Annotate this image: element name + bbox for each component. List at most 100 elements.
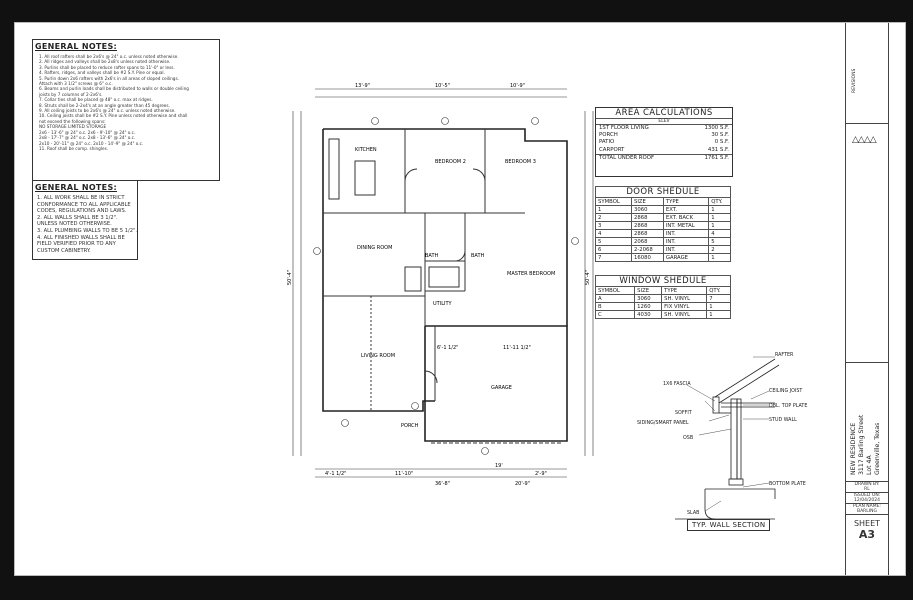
general-note-2-item: FIELD VERIFIED PRIOR TO ANY [37, 241, 116, 248]
general-note-item: 9. All ceiling joists to be 2x6's @ 24" … [39, 108, 176, 114]
area-row-value: 0 S.F. [714, 139, 729, 146]
general-note-item: Attach with 3 1/2" screws @ 6" o.c. [39, 81, 113, 87]
ws-label-fascia: 1X6 FASCIA [663, 381, 691, 387]
dim-top-2: 10'-5" [435, 83, 450, 89]
schedule-header-cell: SYMBOL [595, 197, 632, 206]
title-block: REVISIONS △△△△ NEW RESIDENCE 3117 Barlin… [845, 23, 889, 575]
general-note-item: 3. Purlins shall be placed to reduce raf… [39, 64, 175, 70]
schedule-cell: 1 [708, 205, 731, 214]
ws-label-stud-wall: STUD WALL [769, 417, 797, 423]
window-schedule-title: WINDOW SHEDULE [595, 275, 731, 286]
general-note-item: NO STORAGE LIMITED STORAGE [39, 124, 107, 130]
revision-triangles: △△△△ [852, 135, 877, 145]
schedule-symbol-cell: A [594, 294, 636, 303]
general-note-item: 1. All roof rafters shall be 2x6's @ 24"… [39, 54, 179, 59]
dim-top-1: 13'-9" [355, 83, 370, 89]
room-bedroom-3: BEDROOM 3 [505, 159, 536, 165]
revisions-label: REVISIONS [852, 68, 857, 93]
sheet-label: SHEET [853, 519, 881, 528]
schedule-cell: 4030 [634, 310, 663, 319]
schedule-cell: EXT. BACK [662, 213, 710, 222]
issued-on-cell: ISSUED ON: 12/04/2024 [846, 492, 888, 503]
general-note-item: 5. Purlin down 2x6 rafters with 2x6's in… [39, 75, 179, 81]
schedule-cell: INT. [662, 229, 710, 238]
schedule-header-cell: SIZE [630, 197, 664, 206]
schedule-cell: 16080 [630, 253, 664, 262]
general-notes-2-list: 1. ALL WORK SHALL BE IN STRICT CONFORMAN… [33, 195, 137, 254]
schedule-cell: 7 [706, 294, 731, 303]
area-row-label: PORCH [599, 132, 618, 139]
general-note-item: joists by 7 columns of 2-2x6's. [39, 91, 103, 97]
sheet-number: A3 [858, 528, 876, 541]
area-row-label: PATIO [599, 139, 615, 146]
room-bedroom-2: BEDROOM 2 [435, 159, 466, 165]
schedule-cell: 2-2068 [630, 245, 664, 254]
schedule-symbol-cell: 5 [595, 237, 632, 246]
room-porch: PORCH [401, 423, 419, 429]
schedule-symbol-cell: 6 [595, 245, 632, 254]
area-total-value: 1761 S.F. [704, 154, 729, 161]
schedule-cell: INT. METAL [662, 221, 710, 230]
schedule-symbol-cell: 1 [595, 205, 632, 214]
general-notes-title: GENERAL NOTES: [35, 42, 118, 51]
general-notes-list: 1. All roof rafters shall be 2x6's @ 24"… [33, 54, 219, 151]
plan-name-label: PLAN NAME: [853, 504, 881, 509]
dim-bottom-2: 11'-10" [395, 471, 413, 477]
sheet-cell: SHEET A3 [846, 514, 888, 541]
dim-right-overall: 50'-4" [585, 270, 591, 285]
general-note-2-item: CODES, REGULATIONS AND LAWS. [37, 208, 127, 215]
general-note-item: 2x10 - 20'-11" @ 24" o.c. 2x10 - 14'-9" … [39, 140, 144, 146]
room-bath-2: BATH [471, 253, 485, 259]
schedule-cell: INT. [662, 237, 710, 246]
door-schedule-title: DOOR SHEDULE [595, 186, 731, 197]
schedule-cell: FIX VINYL [661, 302, 708, 311]
issued-label: ISSUED ON: [853, 493, 881, 498]
ws-label-rafter: RAFTER [775, 352, 794, 358]
schedule-cell: SH. VINYL [661, 294, 708, 303]
schedule-cell: 1 [708, 213, 731, 222]
project-address: 3117 Barling Street [858, 414, 865, 475]
schedule-header-cell: TYPE [662, 197, 710, 206]
ws-label-osb: OSB [683, 435, 693, 441]
schedule-cell: EXT. [662, 205, 710, 214]
schedule-symbol-cell: 3 [595, 221, 632, 230]
schedule-cell: 2 [708, 245, 731, 254]
room-bath-1: BATH [425, 253, 439, 259]
dim-top-3: 10'-9" [510, 83, 525, 89]
schedule-header-cell: TYPE [661, 286, 708, 295]
schedule-cell: 5 [708, 237, 731, 246]
schedule-header-cell: QTY. [706, 286, 731, 295]
general-notes-2-title: GENERAL NOTES: [35, 183, 118, 192]
schedule-cell: 1 [708, 253, 731, 262]
ws-label-slab: SLAB [687, 510, 699, 516]
area-row-value: 431 S.F. [707, 146, 729, 153]
floor-plan: KITCHEN BEDROOM 2 BEDROOM 3 DINING ROOM … [287, 83, 594, 487]
project-info: NEW RESIDENCE 3117 Barling Street Lot 4A… [846, 362, 888, 481]
schedule-symbol-cell: C [594, 310, 636, 319]
room-living: LIVING ROOM [361, 353, 395, 359]
schedule-cell: 1 [708, 221, 731, 230]
general-note-item: 10. Ceiling joists shall be #2 S.Y. Pine… [39, 113, 188, 119]
dim-bottom-3: 19' [495, 463, 503, 469]
general-note-2-item: 4. ALL FINISHED WALLS SHALL BE [37, 234, 125, 241]
general-note-item: 7. Collar ties shall be placed @ 48" o.c… [39, 97, 153, 103]
general-note-2-item: UNLESS NOTED OTHERWISE. [37, 221, 112, 228]
dim-bottom-1: 4'-1 1/2" [325, 471, 346, 477]
area-row: PATIO 0 S.F. [596, 139, 732, 146]
ws-label-soffit: SOFFIT [675, 410, 692, 416]
dim-garage-width: 11'-11 1/2" [503, 345, 531, 351]
room-dining: DINING ROOM [357, 245, 392, 251]
schedule-cell: 4 [708, 229, 731, 238]
general-note-item: 4. Rafters, ridges, and valleys shall be… [39, 70, 165, 76]
